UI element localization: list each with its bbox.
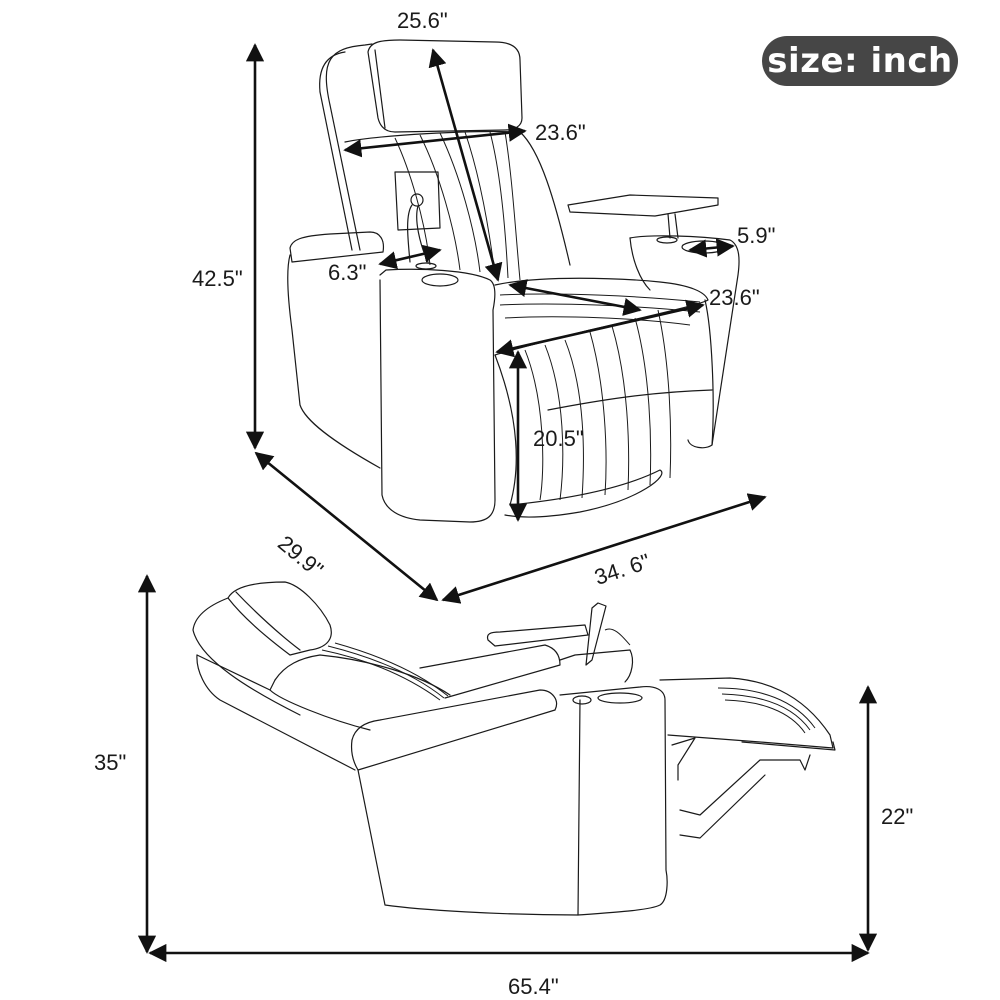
reclined-length-label: 65.4" bbox=[508, 974, 559, 999]
seat-depth-label: 23.6" bbox=[709, 285, 760, 310]
seat-height-label: 20.5" bbox=[533, 426, 584, 451]
footrest-height-label: 22" bbox=[881, 804, 914, 829]
upright-dimension-lines bbox=[245, 43, 767, 604]
backrest-width-label: 23.6" bbox=[535, 120, 586, 145]
unit-badge-label: size: inch bbox=[767, 41, 953, 81]
backrest-height-label: 25.6" bbox=[397, 8, 448, 33]
reclined-dimension-lines bbox=[137, 574, 878, 963]
overall-height-label: 42.5" bbox=[192, 266, 243, 291]
armrest-width-label: 6.3" bbox=[328, 260, 367, 285]
unit-badge: size: inch bbox=[762, 36, 958, 86]
reclined-height-label: 35" bbox=[94, 750, 127, 775]
reclined-recliner-drawing bbox=[192, 581, 836, 916]
cup-holder-label: 5.9" bbox=[737, 223, 776, 248]
